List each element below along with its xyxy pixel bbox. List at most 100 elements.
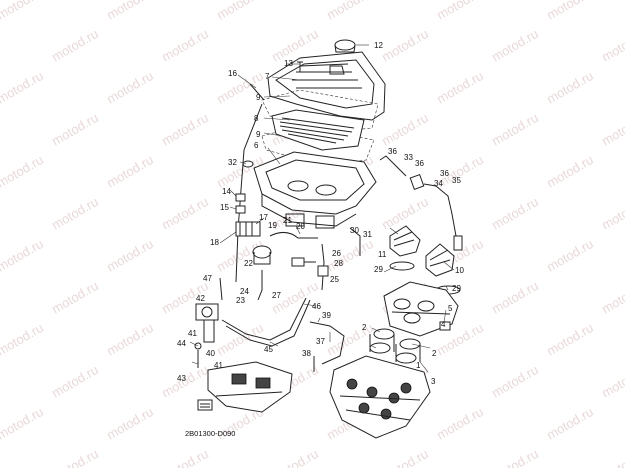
callout-41b: 41	[214, 361, 223, 370]
watermark-text: motod.ru	[104, 320, 156, 359]
watermark-text: motod.ru	[104, 152, 156, 191]
crankcase-breather	[379, 155, 463, 251]
watermark-text: motod.ru	[599, 26, 625, 65]
callout-12: 12	[374, 41, 383, 50]
watermark-text: motod.ru	[214, 0, 266, 23]
leader-lines	[189, 44, 455, 373]
watermark-text: motod.ru	[489, 278, 541, 317]
callout-29b: 29	[452, 284, 461, 293]
callout-21: 21	[283, 216, 292, 225]
throttle-body	[383, 281, 459, 337]
watermark-text: motod.ru	[324, 320, 376, 359]
callout-3: 3	[431, 377, 436, 386]
breather-hose	[235, 83, 265, 283]
air-valve-assembly	[235, 221, 316, 301]
watermark-text: motod.ru	[544, 0, 596, 23]
watermark-text: motod.ru	[269, 446, 321, 468]
callout-31: 31	[363, 230, 372, 239]
watermark-text: motod.ru	[434, 68, 486, 107]
hose-clamp	[389, 261, 415, 271]
watermark-text: motod.ru	[489, 362, 541, 401]
watermark-text: motod.ru	[379, 110, 431, 149]
seal-ring-upper	[261, 89, 379, 133]
screw	[297, 61, 303, 72]
watermark-text: motod.ru	[599, 194, 625, 233]
callout-36: 36	[388, 147, 397, 156]
callout-32: 32	[228, 158, 237, 167]
callout-36b: 36	[415, 159, 424, 168]
watermark-text: motod.ru	[159, 110, 211, 149]
watermark-text: motod.ru	[489, 110, 541, 149]
intake-manifolds	[369, 328, 421, 364]
watermark-text: motod.ru	[599, 110, 625, 149]
callout-34: 34	[434, 179, 443, 188]
watermark-text: motod.ru	[599, 446, 625, 468]
callout-43: 43	[177, 374, 186, 383]
watermark-text: motod.ru	[379, 26, 431, 65]
hose-37	[309, 321, 345, 365]
callout-16: 16	[228, 69, 237, 78]
watermark-text: motod.ru	[49, 362, 101, 401]
watermark-text: motod.ru	[544, 152, 596, 191]
airbox-cover	[267, 51, 386, 121]
clamp	[235, 205, 246, 214]
intake-joint-right	[425, 243, 455, 277]
callout-9b: 9	[256, 130, 261, 139]
callout-6: 6	[254, 141, 259, 150]
callout-37: 37	[316, 337, 325, 346]
callout-15: 15	[220, 203, 229, 212]
callout-8: 8	[254, 114, 259, 123]
callout-25: 25	[330, 275, 339, 284]
watermark-text: motod.ru	[0, 152, 46, 191]
airbox-case	[253, 151, 377, 229]
callout-23: 23	[236, 296, 245, 305]
drawing-code: 2B01300-D090	[185, 429, 235, 438]
filter-element	[271, 109, 365, 151]
watermark-text: motod.ru	[434, 0, 486, 23]
callout-33: 33	[404, 153, 413, 162]
coolant-hose-45	[221, 297, 307, 341]
callout-36c: 36	[440, 169, 449, 178]
watermark-text: motod.ru	[0, 0, 46, 23]
intake-cap	[334, 39, 356, 53]
callout-14: 14	[222, 187, 231, 196]
callout-22: 22	[244, 259, 253, 268]
intake-joint-left	[389, 225, 421, 257]
watermark-text: motod.ru	[159, 194, 211, 233]
callout-47: 47	[203, 274, 212, 283]
watermark-text: motod.ru	[0, 236, 46, 275]
ignition-cover	[207, 361, 293, 413]
reed-valve-assembly	[194, 303, 219, 368]
watermark-text: motod.ru	[159, 26, 211, 65]
cylinder-head	[329, 355, 431, 439]
callout-20: 20	[296, 222, 305, 231]
watermark-text: motod.ru	[379, 446, 431, 468]
vacuum-hose-2	[321, 243, 325, 291]
callout-19: 19	[268, 221, 277, 230]
coolant-hose-45b	[225, 299, 311, 347]
callout-9: 9	[256, 93, 261, 102]
grommet	[242, 160, 254, 168]
watermark-text: motod.ru	[0, 320, 46, 359]
watermark-text: motod.ru	[324, 0, 376, 23]
sensor	[317, 265, 329, 277]
callout-5: 5	[448, 304, 453, 313]
callout-labels: 1 2 2 3 4 5 6 7 8 9 9 10 11 12 13 14 15 …	[177, 41, 464, 386]
callout-11: 11	[378, 250, 387, 259]
watermark-text: motod.ru	[489, 26, 541, 65]
callout-13: 13	[284, 59, 293, 68]
callout-7: 7	[265, 72, 270, 81]
callout-4: 4	[441, 320, 446, 329]
callout-2b: 2	[432, 349, 437, 358]
bracket	[235, 193, 246, 202]
watermark-text: motod.ru	[214, 320, 266, 359]
watermark-text: motod.ru	[159, 446, 211, 468]
watermark-text: motod.ru	[434, 404, 486, 443]
callout-30: 30	[350, 226, 359, 235]
watermark-text: motod.ru	[0, 404, 46, 443]
stamp-label	[197, 399, 213, 411]
callout-42: 42	[196, 294, 205, 303]
watermark-text: motod.ru	[489, 194, 541, 233]
